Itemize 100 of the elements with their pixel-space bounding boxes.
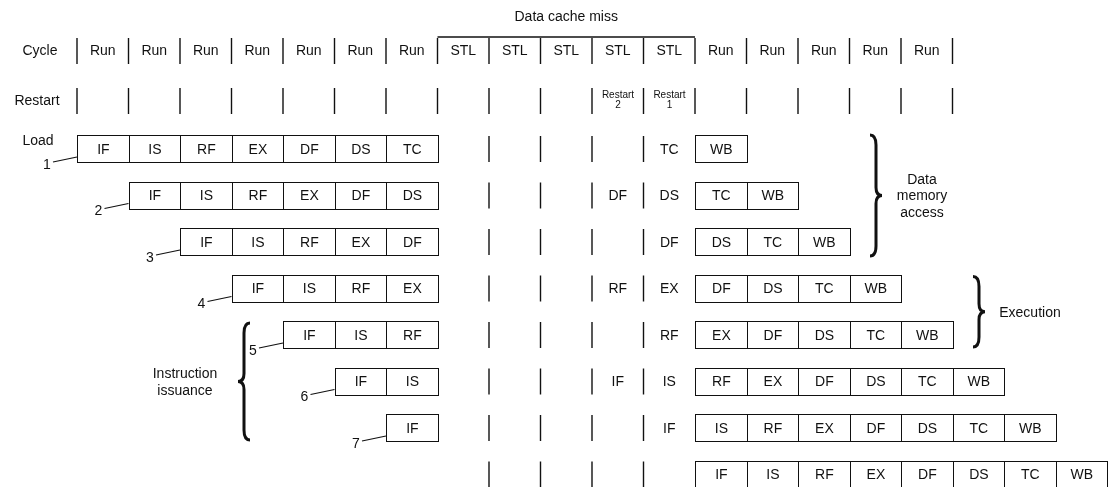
stage-cell: WB xyxy=(952,367,1006,396)
leader-line xyxy=(103,202,130,210)
cycle-state: STL xyxy=(655,40,684,60)
stage-cell: IF xyxy=(231,274,285,303)
callout-number: 6 xyxy=(298,387,311,406)
stage-cell: DF xyxy=(283,135,336,163)
stage-label: EX xyxy=(658,279,680,299)
stage-cell: TC xyxy=(952,414,1006,442)
leader-line xyxy=(309,388,336,396)
callout-number: 2 xyxy=(92,201,105,220)
stage-cell: TC xyxy=(386,135,439,163)
stage-label: IF xyxy=(662,418,677,438)
stage-cell: WB xyxy=(901,321,954,349)
stage-cell: RF xyxy=(386,321,439,349)
cycle-state: Run xyxy=(706,40,735,60)
leader-line xyxy=(52,156,78,163)
callout-number: 4 xyxy=(195,294,208,313)
callout-number: 7 xyxy=(350,434,362,452)
stage-cell: IF xyxy=(77,135,130,163)
group-label: Data memory access xyxy=(895,170,949,222)
stage-label: RF xyxy=(607,279,629,299)
stage-cell: IS xyxy=(283,274,336,303)
stage-cell: RF xyxy=(746,414,800,442)
stage-label: IS xyxy=(661,372,677,392)
stage-cell: RF xyxy=(283,228,336,256)
stage-cell: DF xyxy=(849,414,903,442)
stage-label: IF xyxy=(610,372,625,392)
stage-cell: WB xyxy=(849,274,903,303)
stage-cell: IF xyxy=(334,367,388,396)
instruction-label: Load xyxy=(21,131,55,149)
stage-cell: DS xyxy=(901,414,954,442)
stage-label: DF xyxy=(658,232,680,252)
stage-label: TC xyxy=(658,139,680,159)
callout-number: 5 xyxy=(247,341,259,359)
callout-number: 1 xyxy=(41,155,53,173)
stage-cell: EX xyxy=(798,414,851,442)
leader-line xyxy=(361,435,387,442)
stage-cell: EX xyxy=(334,228,388,256)
annotation-label: Data cache miss xyxy=(513,6,619,26)
stage-cell: TC xyxy=(849,321,903,349)
leader-line xyxy=(206,295,233,303)
stage-cell: IF xyxy=(128,181,182,210)
stage-cell: EX xyxy=(283,181,336,210)
stage-label: RF xyxy=(658,325,680,345)
stage-cell: IF xyxy=(180,228,233,256)
cycle-state: Run xyxy=(397,40,426,60)
cycle-state: STL xyxy=(552,40,581,60)
cycle-state: Run xyxy=(294,40,323,60)
stage-cell: DS xyxy=(798,321,851,349)
cycle-state: STL xyxy=(449,40,478,60)
row-heading: Restart xyxy=(13,90,61,110)
stage-cell: TC xyxy=(901,367,954,396)
stage-cell: EX xyxy=(231,135,285,163)
stage-cell: DS xyxy=(746,274,800,303)
stage-label: DF xyxy=(607,186,629,206)
stage-cell: DF xyxy=(746,321,800,349)
stage-cell: IS xyxy=(695,414,748,442)
leader-line xyxy=(155,249,181,256)
stage-cell: DF xyxy=(695,274,748,303)
cycle-state: Run xyxy=(912,40,941,60)
stage-cell: EX xyxy=(386,274,439,303)
stage-cell: IS xyxy=(128,135,182,163)
stage-cell: IF xyxy=(695,460,748,487)
stage-cell: IS xyxy=(231,228,285,256)
stage-cell: RF xyxy=(231,181,285,210)
stage-cell: TC xyxy=(746,228,800,256)
cycle-state: Run xyxy=(191,40,220,60)
stage-label: DS xyxy=(658,186,680,206)
restart-marker: Restart 1 xyxy=(652,87,687,112)
stage-cell: IF xyxy=(386,414,439,442)
callout-number: 3 xyxy=(144,248,156,266)
group-label: Instruction issuance xyxy=(151,364,219,400)
stage-cell: DF xyxy=(386,228,439,256)
stage-cell: TC xyxy=(695,181,748,210)
restart-marker: Restart 2 xyxy=(600,87,636,112)
stage-cell: WB xyxy=(1004,414,1057,442)
stage-cell: RF xyxy=(695,367,748,396)
stage-cell: RF xyxy=(334,274,388,303)
cycle-state: Run xyxy=(809,40,838,60)
leader-line xyxy=(258,342,284,349)
stage-cell: EX xyxy=(695,321,748,349)
cycle-state: Run xyxy=(346,40,375,60)
stage-cell: DS xyxy=(849,367,903,396)
stage-cell: WB xyxy=(695,135,748,163)
stage-cell: DF xyxy=(798,367,851,396)
stage-cell: WB xyxy=(746,181,800,210)
stage-cell: DS xyxy=(386,181,439,210)
stage-cell: DS xyxy=(695,228,748,256)
stage-cell: DF xyxy=(334,181,388,210)
stage-cell: IS xyxy=(386,367,439,396)
stage-cell: DS xyxy=(334,135,388,163)
stage-cell: RF xyxy=(180,135,233,163)
stage-cell: WB xyxy=(798,228,851,256)
cycle-state: Run xyxy=(88,40,117,60)
stage-cell: WB xyxy=(1055,460,1109,487)
stage-cell: EX xyxy=(746,367,800,396)
stage-cell: IF xyxy=(283,321,336,349)
cycle-state: Run xyxy=(861,40,890,60)
cycle-state: STL xyxy=(603,40,632,60)
cycle-state: Run xyxy=(140,40,169,60)
